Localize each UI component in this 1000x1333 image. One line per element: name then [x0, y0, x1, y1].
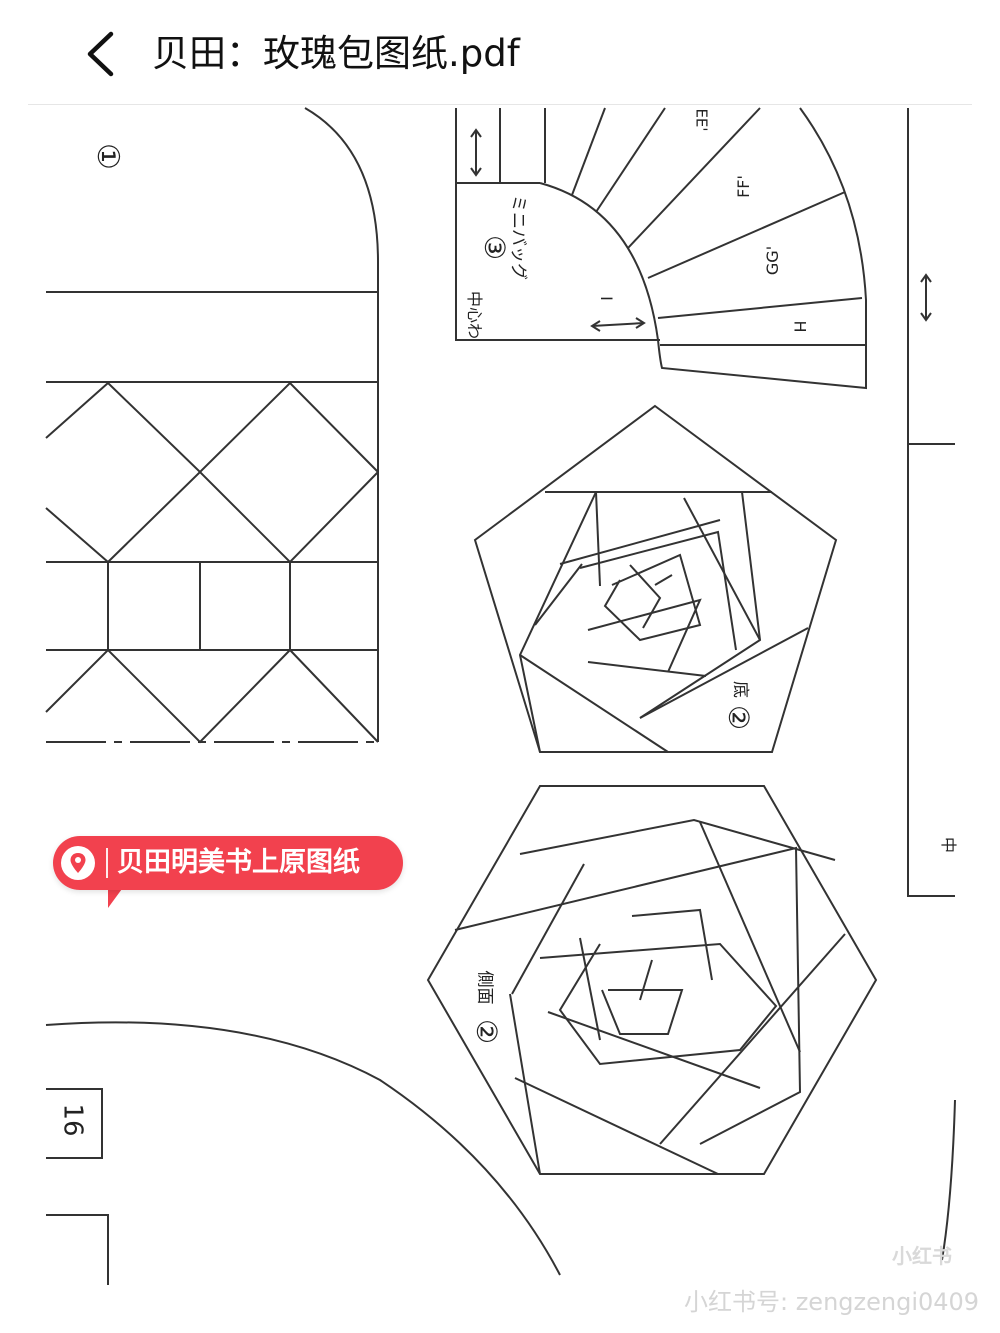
pattern-drawing: [45, 107, 956, 1285]
side-piece-name: 側面: [474, 970, 495, 1005]
piece-1-number: ①: [89, 143, 125, 170]
watermark-logo: 小红书: [892, 1244, 952, 1268]
page-title: 贝田：玫瑰包图纸.pdf: [152, 32, 520, 75]
location-tag-separator: [106, 848, 108, 878]
ee-label: EE': [692, 108, 711, 132]
back-button[interactable]: [78, 28, 126, 80]
chevron-left-icon: [87, 31, 114, 77]
pdf-page[interactable]: ① ③ ミニバッグ 中心わ I H GG' FF' EE' ② 底 ② 側面 1…: [0, 105, 1000, 1333]
watermark-account: 小红书号: zengzengi0409: [684, 1288, 980, 1316]
base-piece-number: ②: [722, 704, 756, 731]
right-center-mark: 中: [939, 836, 959, 854]
top-app-bar: 贝田：玫瑰包图纸.pdf: [0, 0, 1000, 104]
center-fold-label: 中心わ: [465, 290, 485, 340]
location-pin-icon: [61, 846, 95, 880]
piece-3-number: ③: [478, 234, 512, 261]
header-divider: [28, 104, 972, 105]
location-tag[interactable]: 贝田明美书上原图纸: [53, 836, 403, 890]
gg-label: GG': [763, 245, 783, 276]
i-label: I: [596, 296, 616, 301]
side-piece-number: ②: [470, 1018, 504, 1045]
location-tag-text: 贝田明美书上原图纸: [117, 847, 360, 878]
piece-3-name: ミニバッグ: [508, 195, 528, 280]
base-piece-name: 底: [730, 681, 750, 698]
h-label: H: [790, 320, 810, 333]
page-number: 16: [57, 1103, 88, 1137]
ff-label: FF': [733, 175, 753, 198]
